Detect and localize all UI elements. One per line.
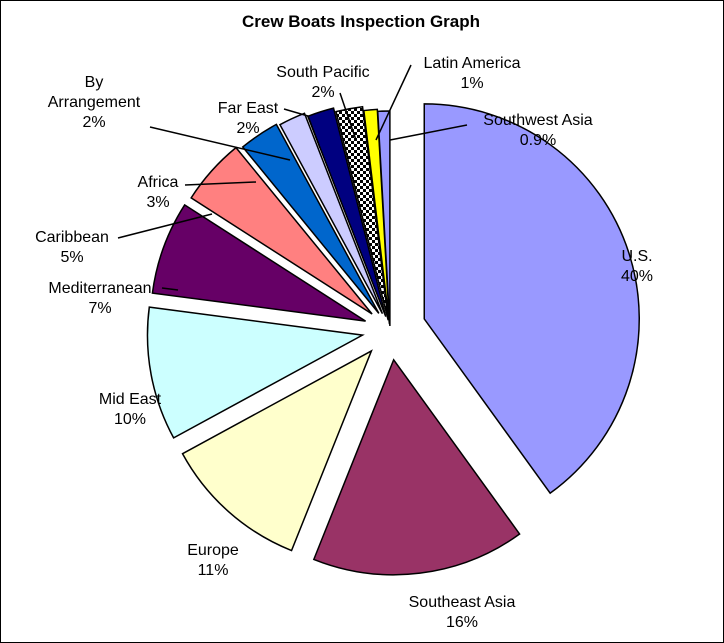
pie-slice-mid-east — [146, 306, 365, 439]
leader-line — [161, 287, 179, 291]
pie-slice-south-pacific — [335, 105, 389, 321]
chart-title: Crew Boats Inspection Graph — [241, 12, 481, 31]
leader-line — [339, 92, 357, 141]
pie-slice-europe — [181, 349, 373, 552]
leader-line — [184, 181, 257, 186]
leader-line — [375, 64, 412, 141]
pie-slice-by-arrangement — [278, 112, 384, 315]
pie-slice-latin-america — [363, 108, 391, 325]
leader-line — [389, 124, 468, 141]
pie-slice-southeast-asia — [312, 358, 521, 576]
pie-slice-africa — [241, 123, 380, 314]
pie-slice-mediterranean — [151, 203, 366, 322]
leader-line — [149, 126, 291, 161]
leader-line — [117, 213, 213, 239]
slice-label: U.S.40% — [621, 248, 653, 285]
leader-line — [283, 108, 321, 149]
pie-slice-u-s- — [423, 103, 640, 495]
